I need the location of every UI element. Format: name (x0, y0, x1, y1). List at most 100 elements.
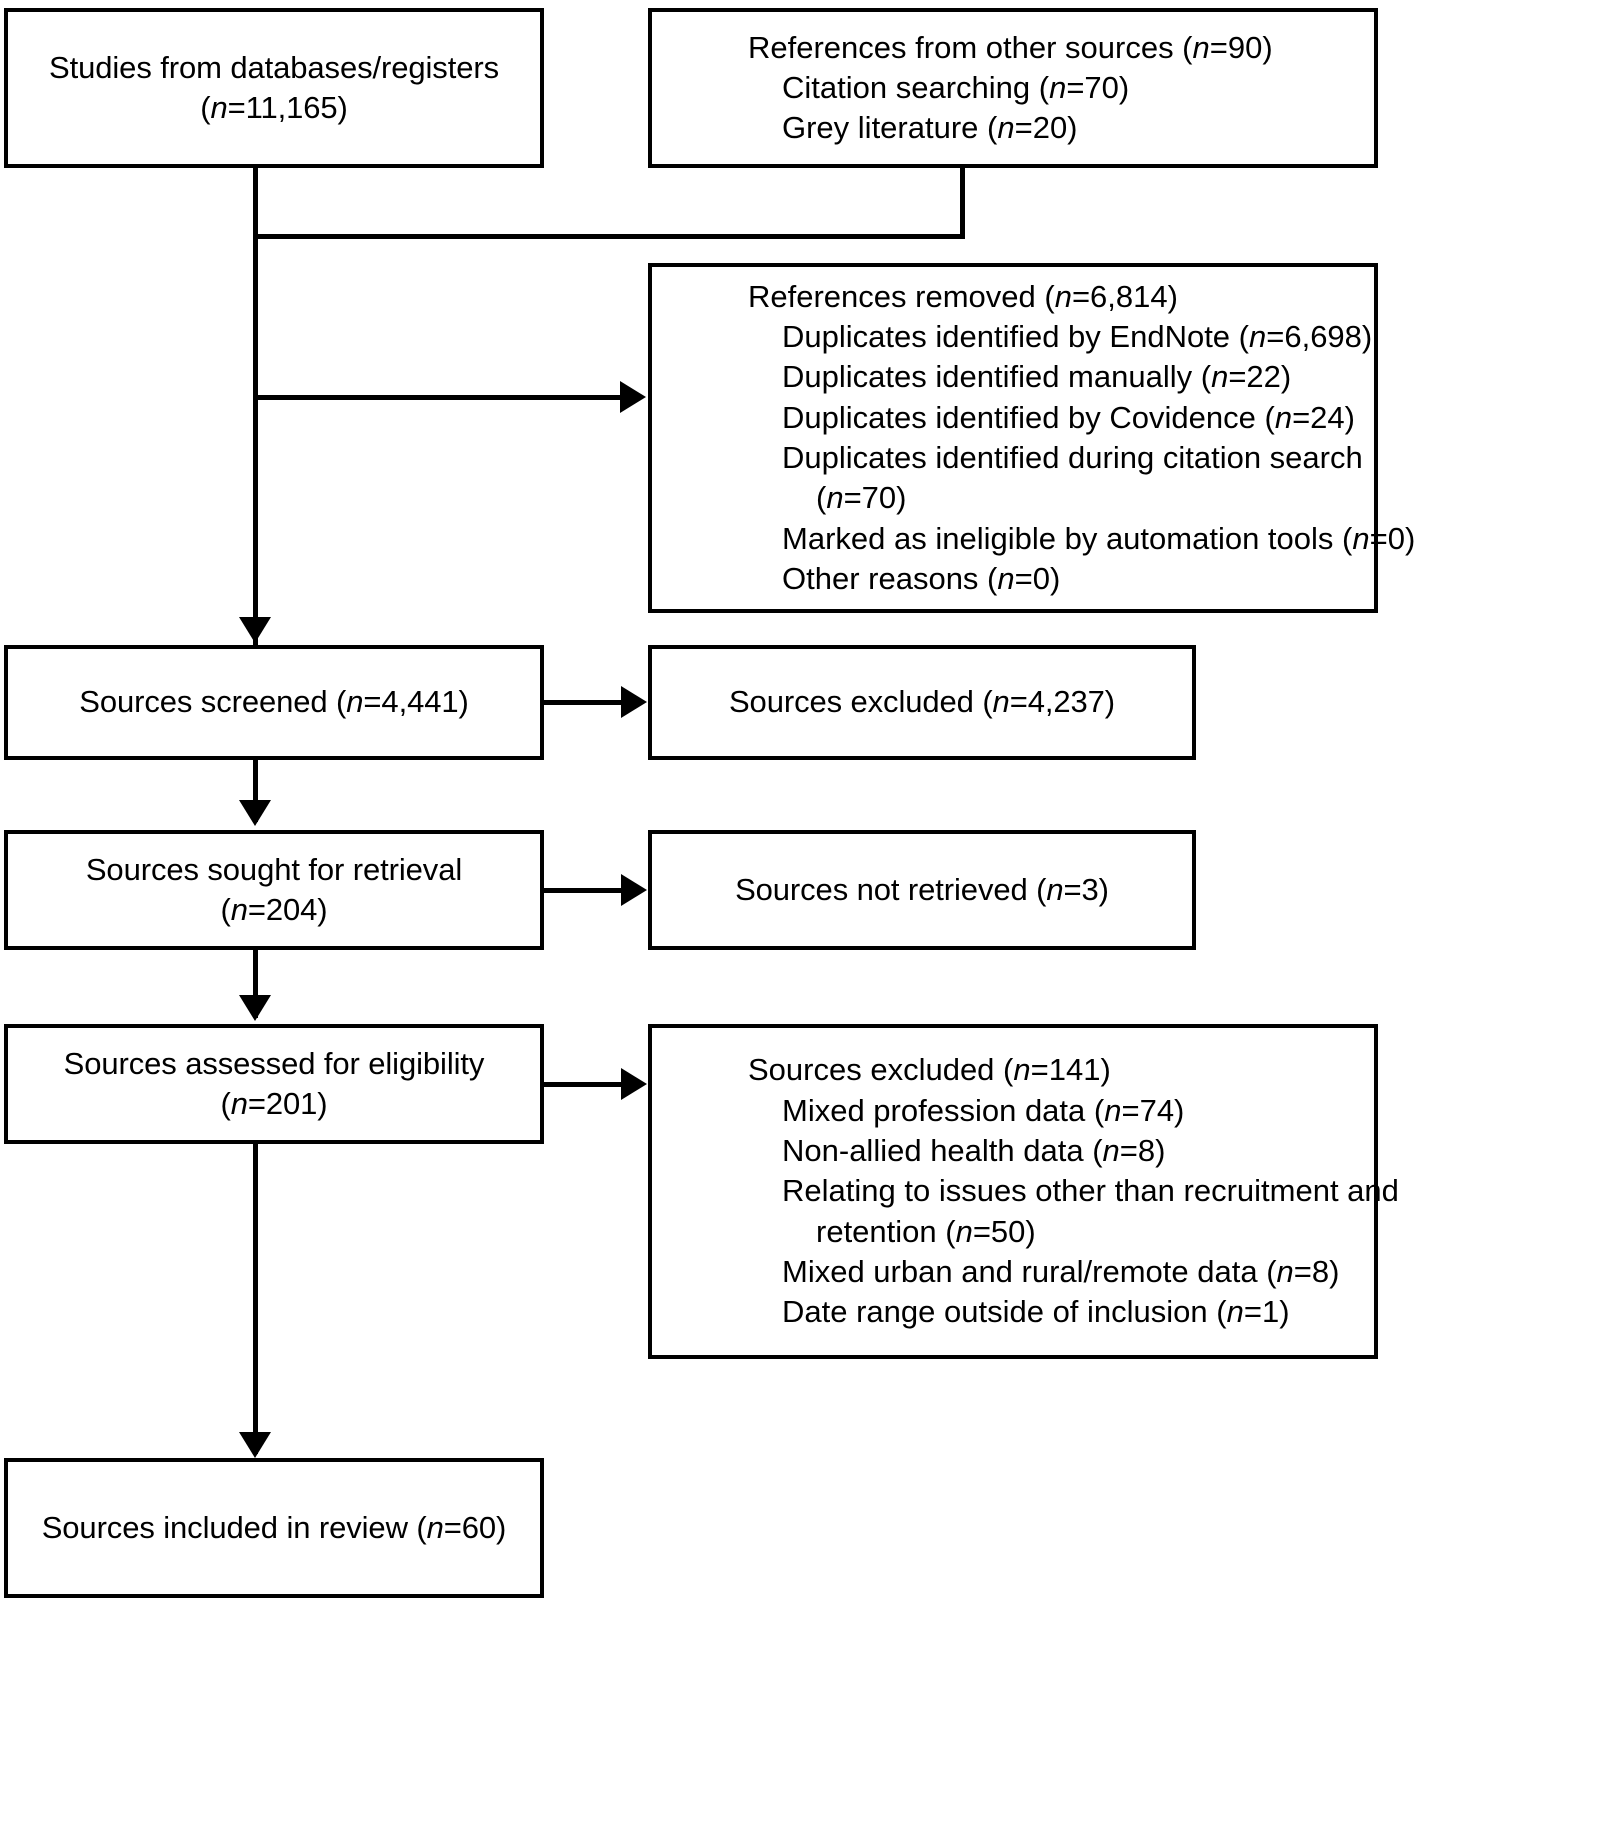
references-removed-item-6-prefix: Other reasons ( (782, 560, 998, 596)
excluded-eligibility-item-3-prefix: retention ( (816, 1213, 956, 1249)
other-sources-item-0-prefix: Citation searching ( (782, 69, 1050, 105)
sources-screened-n-value: =4,441) (363, 684, 469, 720)
connector-main-trunk (253, 234, 258, 654)
arrow-sought-to-not-retrieved (621, 874, 647, 906)
box-sources-excluded-screening: Sources excluded (n=4,237) (648, 645, 1196, 760)
sources-included-n-symbol: n (426, 1509, 444, 1545)
references-removed-heading-prefix: References removed ( (748, 278, 1055, 314)
sources-included-n-value: =60) (443, 1509, 507, 1545)
other-sources-heading: References from other sources (n=90) (748, 28, 1273, 68)
arrow-to-references-removed (620, 381, 646, 413)
sources-not-retrieved-label: Sources not retrieved (n=3) (735, 870, 1109, 910)
arrow-to-sources-screened (239, 617, 271, 643)
sources-excluded-screening-label: Sources excluded (n=4,237) (729, 682, 1115, 722)
other-sources-item-1: Grey literature (n=20) (748, 108, 1078, 148)
other-sources-n-value: =90) (1209, 29, 1273, 65)
sources-sought-n-symbol: n (230, 892, 248, 927)
references-removed-item-4-n: n (826, 480, 844, 516)
box-sources-not-retrieved: Sources not retrieved (n=3) (648, 830, 1196, 950)
other-sources-item-1-n: n (997, 110, 1015, 146)
arrow-assessed-to-included (239, 1432, 271, 1458)
box-sources-excluded-eligibility: Sources excluded (n=141) Mixed professio… (648, 1024, 1399, 1359)
excluded-eligibility-item-3: retention (n=50) (748, 1212, 1036, 1252)
box-studies-from-databases: Studies from databases/registers (n=11,1… (4, 8, 544, 168)
connector-screened-to-sought (253, 760, 258, 822)
other-sources-item-0-value: =70) (1066, 69, 1130, 105)
excluded-eligibility-heading-prefix: Sources excluded ( (748, 1052, 1014, 1088)
references-removed-item-3: Duplicates identified during citation se… (748, 438, 1363, 478)
references-removed-n-value: =6,814) (1071, 278, 1178, 314)
arrow-sought-to-assessed (239, 995, 271, 1021)
box-sources-included: Sources included in review (n=60) (4, 1458, 544, 1598)
box-sources-screened: Sources screened (n=4,441) (4, 645, 544, 760)
excluded-eligibility-n-value: =141) (1030, 1052, 1111, 1088)
databases-n-value: =11,165) (227, 90, 348, 125)
references-removed-item-2-value: =24) (1292, 399, 1355, 435)
references-removed-n-symbol: n (1054, 278, 1072, 314)
sources-assessed-n-symbol: n (230, 1086, 248, 1121)
sources-not-retrieved-n-symbol: n (1046, 871, 1064, 907)
connector-to-references-removed (253, 395, 623, 400)
references-removed-item-2: Duplicates identified by Covidence (n=24… (748, 398, 1355, 438)
references-removed-item-6-n: n (997, 560, 1015, 596)
references-removed-item-2-prefix: Duplicates identified by Covidence ( (782, 399, 1275, 435)
excluded-eligibility-item-5: Date range outside of inclusion (n=1) (748, 1292, 1290, 1332)
connector-screened-to-excluded (544, 700, 624, 705)
references-removed-item-4-value: =70) (843, 480, 907, 516)
references-removed-item-0-value: =6,698) (1266, 319, 1373, 355)
databases-n-symbol: n (210, 90, 228, 125)
excluded-eligibility-item-1: Non-allied health data (n=8) (748, 1131, 1165, 1171)
excluded-eligibility-item-4-n: n (1276, 1253, 1294, 1289)
excluded-eligibility-item-0-value: =74) (1121, 1092, 1185, 1128)
excluded-eligibility-item-3-value: =50) (972, 1213, 1036, 1249)
sources-sought-n-value: =204) (247, 892, 328, 927)
box-sources-assessed: Sources assessed for eligibility (n=201) (4, 1024, 544, 1144)
sources-assessed-n-value: =201) (247, 1086, 328, 1121)
other-sources-n-symbol: n (1192, 29, 1210, 65)
excluded-eligibility-item-0-prefix: Mixed profession data ( (782, 1092, 1105, 1128)
sources-assessed-n-prefix: ( (220, 1086, 231, 1121)
references-removed-item-1-n: n (1211, 359, 1229, 395)
connector-merge-horizontal (253, 234, 965, 239)
excluded-eligibility-item-5-n: n (1226, 1294, 1244, 1330)
sources-assessed-line-1: Sources assessed for eligibility (63, 1045, 485, 1081)
references-removed-item-6: Other reasons (n=0) (748, 559, 1060, 599)
sources-sought-n-prefix: ( (220, 892, 231, 927)
sources-excluded-screening-prefix: Sources excluded ( (728, 684, 993, 720)
other-sources-item-1-prefix: Grey literature ( (782, 110, 998, 146)
excluded-eligibility-item-4-value: =8) (1293, 1253, 1340, 1289)
excluded-eligibility-item-5-prefix: Date range outside of inclusion ( (782, 1294, 1227, 1330)
connector-sought-to-assessed (253, 950, 258, 1018)
excluded-eligibility-item-1-prefix: Non-allied health data ( (782, 1133, 1103, 1169)
connector-other-sources-down (960, 168, 965, 238)
excluded-eligibility-item-3-n: n (955, 1213, 973, 1249)
excluded-eligibility-item-1-value: =8) (1119, 1133, 1166, 1169)
arrow-screened-to-excluded (621, 686, 647, 718)
sources-sought-line-1: Sources sought for retrieval (85, 851, 463, 887)
sources-screened-prefix: Sources screened ( (79, 684, 347, 720)
arrow-assessed-to-excluded (621, 1068, 647, 1100)
references-removed-item-4-prefix: ( (816, 480, 827, 516)
sources-included-prefix: Sources included in review ( (41, 1509, 427, 1545)
references-removed-item-5-prefix: Marked as ineligible by automation tools… (782, 520, 1353, 556)
box-references-removed: References removed (n=6,814) Duplicates … (648, 263, 1415, 613)
excluded-eligibility-item-0: Mixed profession data (n=74) (748, 1091, 1184, 1131)
references-removed-item-3-prefix: Duplicates identified during citation se… (782, 440, 1363, 475)
excluded-eligibility-item-2-prefix: Relating to issues other than recruitmen… (782, 1173, 1399, 1209)
references-removed-item-0-n: n (1248, 319, 1267, 355)
sources-excluded-eligibility-heading: Sources excluded (n=141) (748, 1050, 1111, 1090)
sources-screened-label: Sources screened (n=4,441) (79, 682, 469, 722)
connector-sought-to-not-retrieved (544, 888, 624, 893)
excluded-eligibility-n-symbol: n (1013, 1052, 1031, 1088)
references-removed-item-1-value: =22) (1228, 359, 1292, 395)
excluded-eligibility-item-4: Mixed urban and rural/remote data (n=8) (748, 1252, 1339, 1292)
references-removed-item-5-n: n (1352, 520, 1370, 556)
excluded-eligibility-item-4-prefix: Mixed urban and rural/remote data ( (782, 1253, 1277, 1289)
other-sources-item-1-value: =20) (1014, 110, 1078, 146)
references-removed-item-1-prefix: Duplicates identified manually ( (782, 359, 1212, 395)
sources-sought-line-2: (n=204) (220, 890, 327, 930)
sources-excluded-screening-n-value: =4,237) (1009, 684, 1116, 720)
other-sources-item-0: Citation searching (n=70) (748, 68, 1129, 108)
sources-not-retrieved-prefix: Sources not retrieved ( (735, 871, 1047, 907)
